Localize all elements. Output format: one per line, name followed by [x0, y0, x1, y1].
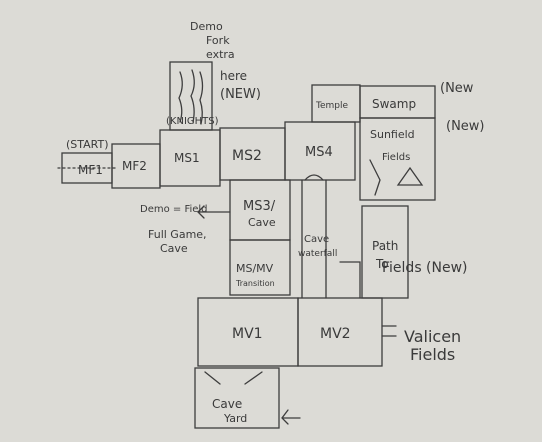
- mv2-label: MV2: [320, 326, 351, 342]
- demo-field-note-3: Cave: [160, 242, 188, 255]
- demo-field-arrow: [197, 205, 231, 219]
- room-path-to-fields: [361, 205, 409, 299]
- cave-waterfall-passage: [301, 174, 361, 299]
- swamp-new-note: (New: [440, 81, 474, 96]
- mf2-label: MF2: [122, 159, 147, 173]
- demo-fork-note-5: (NEW): [220, 87, 261, 102]
- cave-waterfall-label-1: Cave: [304, 234, 329, 245]
- room-ms-mv: [229, 239, 291, 296]
- demo-field-note-1: Demo = Field: [140, 204, 208, 215]
- room-cave-yard: [194, 367, 301, 429]
- sunfield-label-2: Fields: [382, 152, 410, 163]
- ms-mv-label-1: MS/MV: [236, 262, 274, 275]
- sunfield-label-1: Sunfield: [370, 128, 415, 141]
- valicen-note-1: Valicen: [404, 327, 461, 346]
- temple-label: Temple: [315, 101, 348, 111]
- mf1-label: MF1: [78, 163, 103, 177]
- room-sunfield: [359, 117, 436, 201]
- path-label-3: Fields (New): [382, 260, 468, 276]
- cave-yard-label-2: Yard: [223, 412, 247, 425]
- demo-fork-area: [169, 61, 213, 131]
- cave-waterfall-label-2: waterfall: [298, 249, 337, 259]
- valicen-note-2: Fields: [410, 345, 455, 364]
- ms3-label-1: MS3/: [243, 199, 276, 214]
- start-tag: (START): [66, 138, 109, 151]
- ms-mv-label-2: Transition: [235, 279, 275, 288]
- mv1-label: MV1: [232, 326, 263, 342]
- cave-yard-label-1: Cave: [212, 397, 242, 411]
- path-label-2: To: [375, 257, 389, 271]
- demo-fork-note-3: extra: [206, 48, 235, 61]
- knights-tag: (KNIGHTS): [166, 116, 219, 127]
- path-label-1: Path: [372, 239, 398, 253]
- swamp-label: Swamp: [372, 97, 416, 111]
- sunfield-new-note: (New): [446, 119, 485, 134]
- demo-fork-note-4: here: [220, 69, 247, 83]
- demo-fork-note-2: Fork: [206, 34, 230, 47]
- demo-fork-note-1: Demo: [190, 20, 223, 33]
- ms3-label-2: Cave: [248, 216, 276, 229]
- room-mv2: [297, 297, 383, 367]
- ms4-label: MS4: [305, 145, 333, 160]
- ms1-label: MS1: [174, 151, 200, 165]
- ms2-label: MS2: [232, 148, 262, 164]
- demo-field-note-2: Full Game,: [148, 228, 207, 241]
